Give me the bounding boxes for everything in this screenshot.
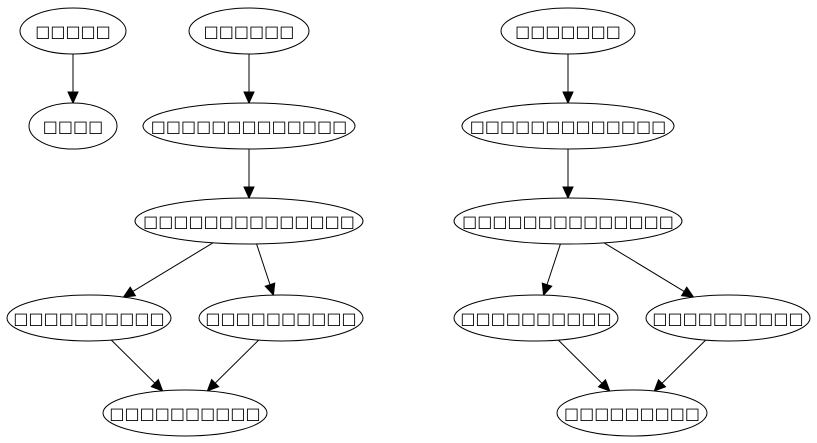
edge-n9-n10	[562, 54, 574, 105]
edge-line	[111, 339, 156, 384]
node-n6: □□□□□□□□□□	[6, 294, 172, 342]
edge-line	[603, 242, 685, 292]
node-ellipse	[645, 294, 811, 342]
node-label: □□□□□□□□□□□□□□	[462, 212, 674, 231]
node-n1: □□□□□	[19, 7, 127, 55]
node-n11: □□□□□□□□□□□□□□	[453, 197, 683, 245]
node-label: □□□□□□□□□□	[652, 309, 803, 328]
edge-n4-n5	[243, 149, 255, 200]
arrowhead-icon	[680, 286, 695, 298]
edge-n1-n2	[67, 54, 79, 105]
node-label: □□□□□□□□□□□□□□	[143, 212, 355, 231]
arrowhead-icon	[150, 378, 164, 392]
arrowhead-icon	[562, 91, 574, 105]
arrowhead-icon	[264, 282, 276, 297]
edge-n11-n13	[603, 242, 695, 298]
node-label: □□□□	[43, 117, 103, 136]
node-ellipse	[461, 102, 675, 150]
node-ellipse	[142, 102, 356, 150]
arrowhead-icon	[243, 186, 255, 200]
node-n8: □□□□□□□□□□	[102, 389, 268, 437]
node-label: □□□□□	[35, 22, 111, 41]
node-ellipse	[19, 7, 127, 55]
node-label: □□□□□□□	[515, 22, 621, 41]
node-ellipse	[102, 389, 268, 437]
edges-layer	[67, 54, 706, 392]
nodes-layer: □□□□□□□□□□□□□□□□□□□□□□□□□□□□□□□□□□□□□□□□…	[6, 7, 811, 437]
arrowhead-icon	[541, 282, 553, 297]
node-n4: □□□□□□□□□□□□□	[142, 102, 356, 150]
arrowhead-icon	[562, 186, 574, 200]
node-n13: □□□□□□□□□□	[645, 294, 811, 342]
node-ellipse	[188, 7, 310, 55]
edge-n7-n8	[206, 339, 259, 392]
edge-line	[256, 243, 271, 285]
node-n9: □□□□□□□	[500, 7, 636, 55]
node-n5: □□□□□□□□□□□□□□	[134, 197, 364, 245]
edge-n5-n7	[256, 243, 276, 297]
node-ellipse	[453, 197, 683, 245]
node-label: □□□□□□□□□	[564, 404, 700, 423]
edge-line	[558, 339, 603, 384]
arrowhead-icon	[206, 378, 220, 392]
edge-line	[132, 242, 214, 292]
arrowhead-icon	[243, 91, 255, 105]
node-ellipse	[500, 7, 636, 55]
node-label: □□□□□□	[204, 22, 295, 41]
node-n7: □□□□□□□□□□	[198, 294, 364, 342]
node-label: □□□□□□□□□□□□□	[151, 117, 348, 136]
node-n2: □□□□	[28, 102, 118, 150]
arrowhead-icon	[67, 91, 79, 105]
arrowhead-icon	[122, 286, 137, 298]
edge-n13-n14	[653, 339, 706, 392]
node-label: □□□□□□□□□□□□□	[470, 117, 667, 136]
node-label: □□□□□□□□□□	[13, 309, 164, 328]
edge-n10-n11	[562, 149, 574, 200]
node-ellipse	[556, 389, 708, 437]
node-n14: □□□□□□□□□	[556, 389, 708, 437]
node-n12: □□□□□□□□□□	[453, 294, 619, 342]
node-n10: □□□□□□□□□□□□□	[461, 102, 675, 150]
node-ellipse	[134, 197, 364, 245]
node-label: □□□□□□□□□□	[460, 309, 611, 328]
arrowhead-icon	[597, 378, 611, 392]
node-ellipse	[198, 294, 364, 342]
edge-n3-n4	[243, 54, 255, 105]
node-n3: □□□□□□	[188, 7, 310, 55]
node-label: □□□□□□□□□□	[205, 309, 356, 328]
edge-line	[214, 339, 259, 384]
edge-n12-n14	[558, 339, 611, 392]
edge-n11-n12	[541, 243, 561, 297]
edge-line	[661, 339, 706, 384]
arrowhead-icon	[653, 378, 667, 392]
node-label: □□□□□□□□□□	[109, 404, 260, 423]
node-ellipse	[6, 294, 172, 342]
edge-line	[546, 243, 561, 285]
node-ellipse	[28, 102, 118, 150]
edge-n6-n8	[111, 339, 164, 392]
node-ellipse	[453, 294, 619, 342]
edge-n5-n6	[122, 242, 214, 298]
